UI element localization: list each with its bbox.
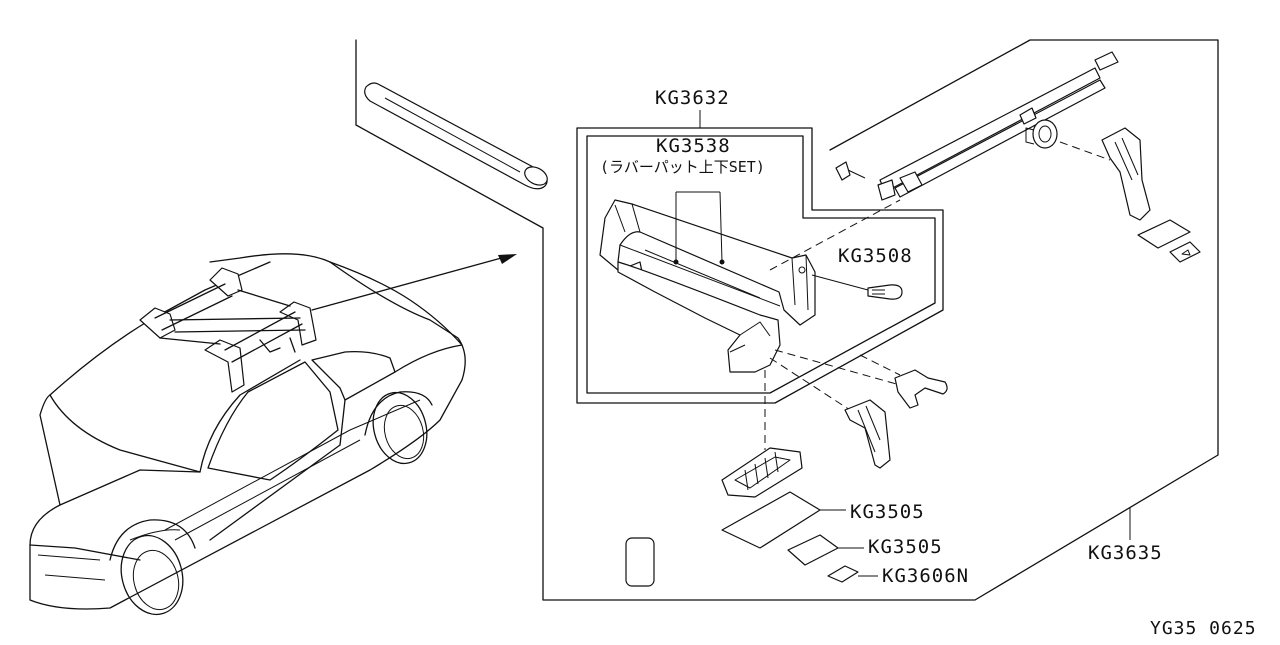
spacer-block (625, 537, 655, 587)
pad-upper (1137, 219, 1191, 249)
bolt-part (835, 161, 866, 181)
label-pad-a: KG3505 (850, 501, 925, 523)
foot-part (721, 447, 803, 498)
clip-part (894, 369, 948, 409)
pad-small (787, 534, 839, 566)
bracket-part-upper (1101, 127, 1151, 221)
label-key: KG3508 (838, 245, 913, 267)
assembly-frame (576, 127, 944, 404)
label-rubber-pad: KG3538 (656, 135, 731, 157)
key-part (811, 274, 903, 300)
direction-arrow (311, 254, 517, 311)
rail-bar-part (877, 51, 1119, 201)
label-pad-b: KG3505 (868, 536, 943, 558)
labels: KG3632 KG3538 (ラバーパット上下SET) KG3508 KG350… (600, 87, 1257, 639)
label-tag: KG3606N (882, 565, 969, 587)
assembly-frame-inner (586, 135, 936, 394)
roof-attachment-part (599, 199, 816, 373)
rubber-strip-part (364, 82, 548, 190)
figure-code: YG35 0625 (1150, 618, 1257, 639)
bracket-part-lower (844, 399, 891, 469)
label-assembly: KG3632 (655, 87, 730, 109)
knob-part (1025, 119, 1058, 149)
label-rubber-pad-note: (ラバーパット上下SET) (600, 158, 765, 176)
kit-boundary (355, 39, 1219, 601)
pad-large (721, 491, 821, 549)
label-bracket-kit: KG3635 (1088, 542, 1163, 564)
car-illustration (29, 253, 466, 616)
tag-part (827, 565, 859, 583)
